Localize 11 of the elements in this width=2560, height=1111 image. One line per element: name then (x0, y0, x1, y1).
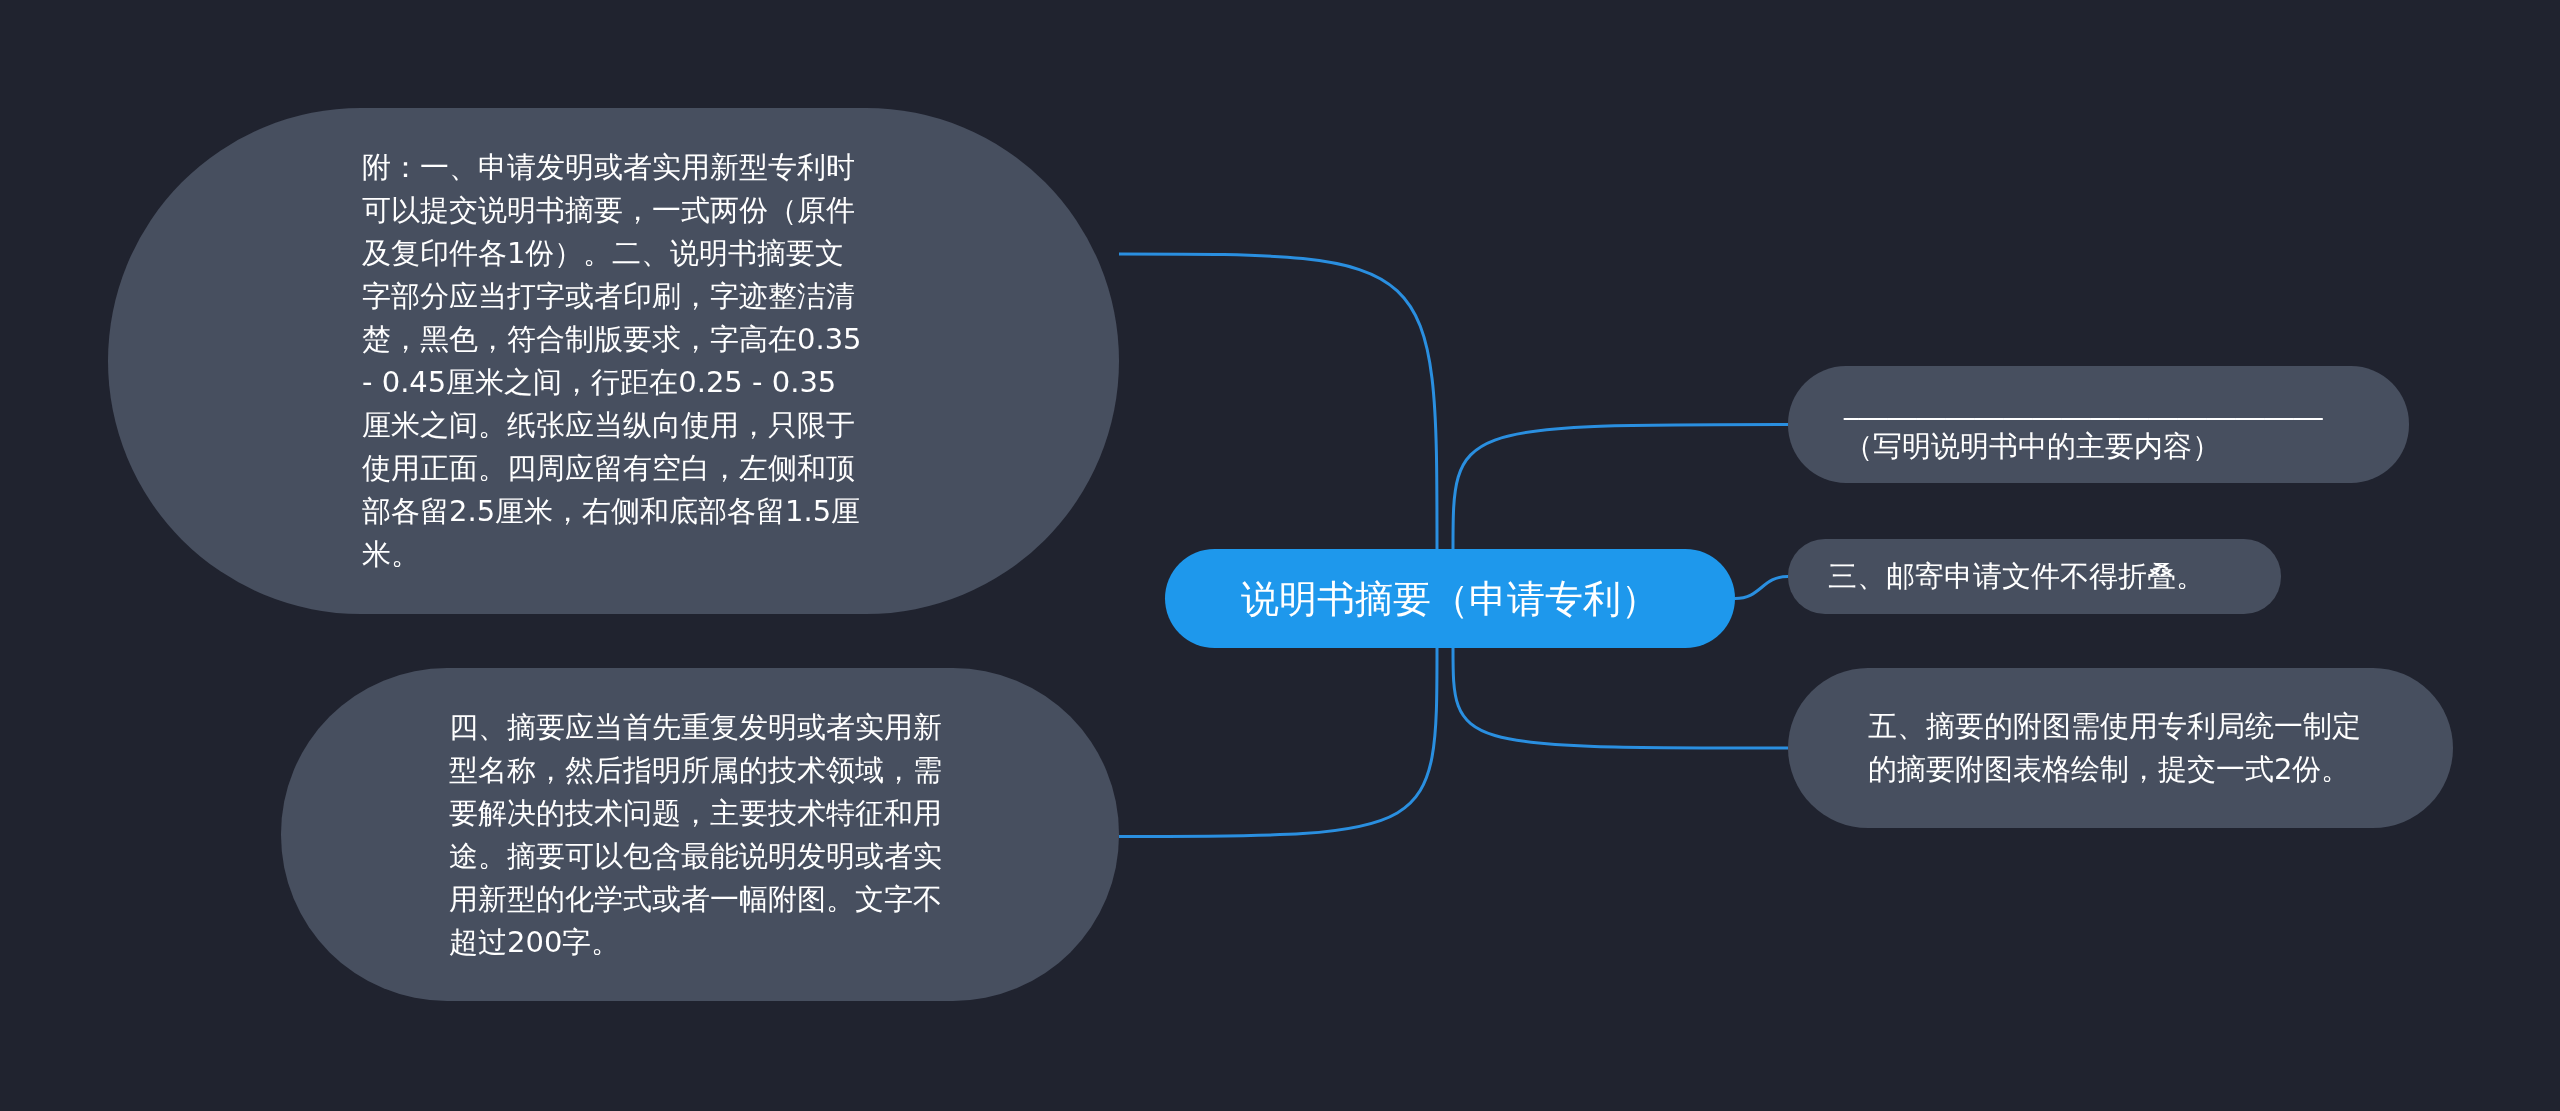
topic-bubble: 四、摘要应当首先重复发明或者实用新型名称，然后指明所属的技术领域，需要解决的技术问题，主要技术特征和用途。摘要可以包含最能说明发明或者实用新型的化学式或者一幅附图。文字不超过200字。 (281, 668, 1119, 1001)
connector-line (1734, 575, 1789, 600)
connector-line (1119, 648, 1439, 838)
topic-bubble: 附：一、申请发明或者实用新型专利时可以提交说明书摘要，一式两份（原件及复印件各1份）。二、说明书摘要文字部分应当打字或者印刷，字迹整洁清楚，黑色，符合制版要求，字高在0.35 - 0.45厘米之间，行距在0.25 - 0.35厘米之间。纸张应当纵向使用，只限于使用正面。四周应留有空白，左侧和顶部各留2.5厘米，右侧和底部各留1.5厘米。 (108, 108, 1119, 614)
topic-bubble: 三、邮寄申请文件不得折叠。 (1788, 539, 2281, 614)
connector-line (1119, 252, 1439, 549)
topic-bubble: 五、摘要的附图需使用专利局统一制定的摘要附图表格绘制，提交一式2份。 (1788, 668, 2453, 828)
connector-line (1451, 423, 1788, 549)
topic-bubble: _________________________________（写明说明书中的主要内容） (1788, 366, 2409, 483)
connector-line (1451, 648, 1788, 750)
central-topic-box: 说明书摘要（申请专利） (1165, 549, 1735, 648)
